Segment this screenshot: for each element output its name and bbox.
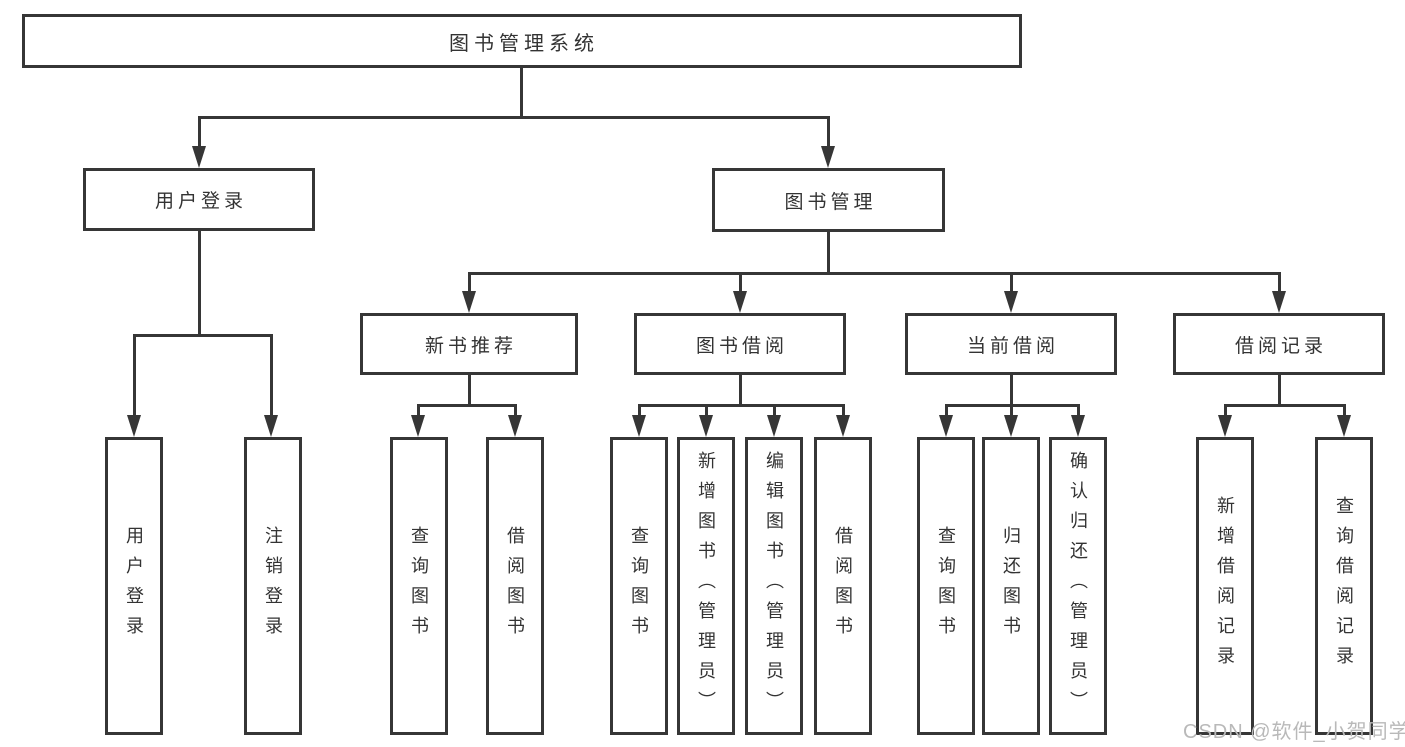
leaf-label: 借阅图书 — [833, 526, 853, 646]
connector-user-login-stem — [198, 231, 201, 336]
leaf-query-books-1: 查询图书 — [390, 437, 448, 735]
leaf-return-books: 归还图书 — [982, 437, 1040, 735]
leaf-label: 确认归还（管理员） — [1068, 451, 1088, 721]
node-label: 用户登录 — [154, 191, 247, 212]
arrow-down-icon — [767, 415, 781, 437]
leaf-label: 查询图书 — [936, 526, 956, 646]
arrow-down-icon — [411, 415, 425, 437]
node-user-login: 用户登录 — [83, 168, 315, 231]
node-label: 借阅记录 — [1234, 335, 1327, 357]
connector-borrow-records-stem — [1278, 375, 1281, 406]
connector-leaf-stem — [638, 404, 641, 419]
arrow-down-icon — [939, 415, 953, 437]
leaf-add-books-admin: 新增图书（管理员） — [677, 437, 735, 735]
arrow-down-icon — [1071, 415, 1085, 437]
node-current-borrowing: 当前借阅 — [905, 313, 1117, 375]
arrow-down-icon — [821, 146, 835, 168]
arrow-down-icon — [1272, 291, 1286, 313]
arrow-down-icon — [733, 291, 747, 313]
node-label: 图书管理系统 — [449, 32, 599, 55]
leaf-borrow-books-1: 借阅图书 — [486, 437, 544, 735]
connector-book-mgmt-stem — [827, 232, 830, 274]
node-borrowing-records: 借阅记录 — [1173, 313, 1385, 375]
leaf-logout: 注销登录 — [244, 437, 302, 735]
arrow-down-icon — [127, 415, 141, 437]
connector-leaf-stem — [1077, 404, 1080, 419]
leaf-user-login: 用户登录 — [105, 437, 163, 735]
leaf-label: 编辑图书（管理员） — [764, 451, 784, 721]
arrow-down-icon — [836, 415, 850, 437]
arrow-down-icon — [1004, 415, 1018, 437]
leaf-label: 归还图书 — [1001, 526, 1021, 646]
leaf-label: 新增借阅记录 — [1215, 496, 1235, 676]
arrow-down-icon — [1337, 415, 1351, 437]
connector-leaf-stem — [417, 404, 420, 419]
connector-leaf-stem — [945, 404, 948, 419]
arrow-down-icon — [1004, 291, 1018, 313]
node-label: 当前借阅 — [966, 335, 1059, 357]
arrow-down-icon — [1218, 415, 1232, 437]
connector-leaf-stem — [1343, 404, 1346, 419]
leaf-edit-books-admin: 编辑图书（管理员） — [745, 437, 803, 735]
connector-leaf-stem — [1010, 404, 1013, 419]
leaf-borrow-books-2: 借阅图书 — [814, 437, 872, 735]
node-library-management-system: 图书管理系统 — [22, 14, 1022, 68]
node-label: 新书推荐 — [424, 335, 517, 357]
arrow-down-icon — [699, 415, 713, 437]
arrow-down-icon — [508, 415, 522, 437]
connector-leaf-stem — [705, 404, 708, 419]
leaf-label: 查询图书 — [629, 526, 649, 646]
connector-current-borrowing-stem — [1010, 375, 1013, 406]
leaf-label: 借阅图书 — [505, 526, 525, 646]
connector-new-book-rec-stem — [468, 375, 471, 406]
connector-to-new-book-rec — [468, 272, 471, 296]
leaf-query-borrow-record: 查询借阅记录 — [1315, 437, 1373, 735]
connector-leaf-stem — [514, 404, 517, 419]
connector-root-stem — [520, 68, 523, 118]
connector-book-mgmt-hbar — [468, 272, 1281, 275]
node-book-management: 图书管理 — [712, 168, 945, 232]
leaf-label: 查询图书 — [409, 526, 429, 646]
connector-borrow-records-hbar — [1224, 404, 1346, 407]
connector-to-book-management — [827, 116, 830, 150]
leaf-query-books-2: 查询图书 — [610, 437, 668, 735]
csdn-watermark: CSDN @软件_小贺同学 — [1183, 721, 1405, 743]
connector-leaf-stem — [773, 404, 776, 419]
leaf-label: 新增图书（管理员） — [696, 451, 716, 721]
arrow-down-icon — [264, 415, 278, 437]
leaf-confirm-return-admin: 确认归还（管理员） — [1049, 437, 1107, 735]
connector-to-user-login — [198, 116, 201, 150]
connector-root-hbar — [198, 116, 830, 119]
leaf-query-books-3: 查询图书 — [917, 437, 975, 735]
arrow-down-icon — [462, 291, 476, 313]
connector-user-login-hbar — [133, 334, 273, 337]
leaf-add-borrow-record: 新增借阅记录 — [1196, 437, 1254, 735]
node-label: 图书管理 — [784, 191, 877, 213]
connector-to-current-borrowing — [1010, 272, 1013, 296]
arrow-down-icon — [632, 415, 646, 437]
leaf-label: 查询借阅记录 — [1334, 496, 1354, 676]
connector-to-book-borrowing — [739, 272, 742, 296]
node-book-borrowing: 图书借阅 — [634, 313, 846, 375]
connector-leaf-stem — [842, 404, 845, 419]
arrow-down-icon — [192, 146, 206, 168]
connector-book-borrowing-stem — [739, 375, 742, 406]
connector-to-borrow-records — [1278, 272, 1281, 296]
node-new-book-recommendation: 新书推荐 — [360, 313, 578, 375]
node-label: 图书借阅 — [695, 335, 788, 357]
connector-book-borrowing-hbar — [638, 404, 845, 407]
connector-leaf-stem — [1224, 404, 1227, 419]
connector-new-book-rec-hbar — [417, 404, 517, 407]
connector-to-leaf-user-login — [133, 334, 136, 420]
leaf-label: 注销登录 — [263, 526, 283, 646]
leaf-label: 用户登录 — [124, 526, 144, 646]
connector-to-leaf-logout — [270, 334, 273, 420]
